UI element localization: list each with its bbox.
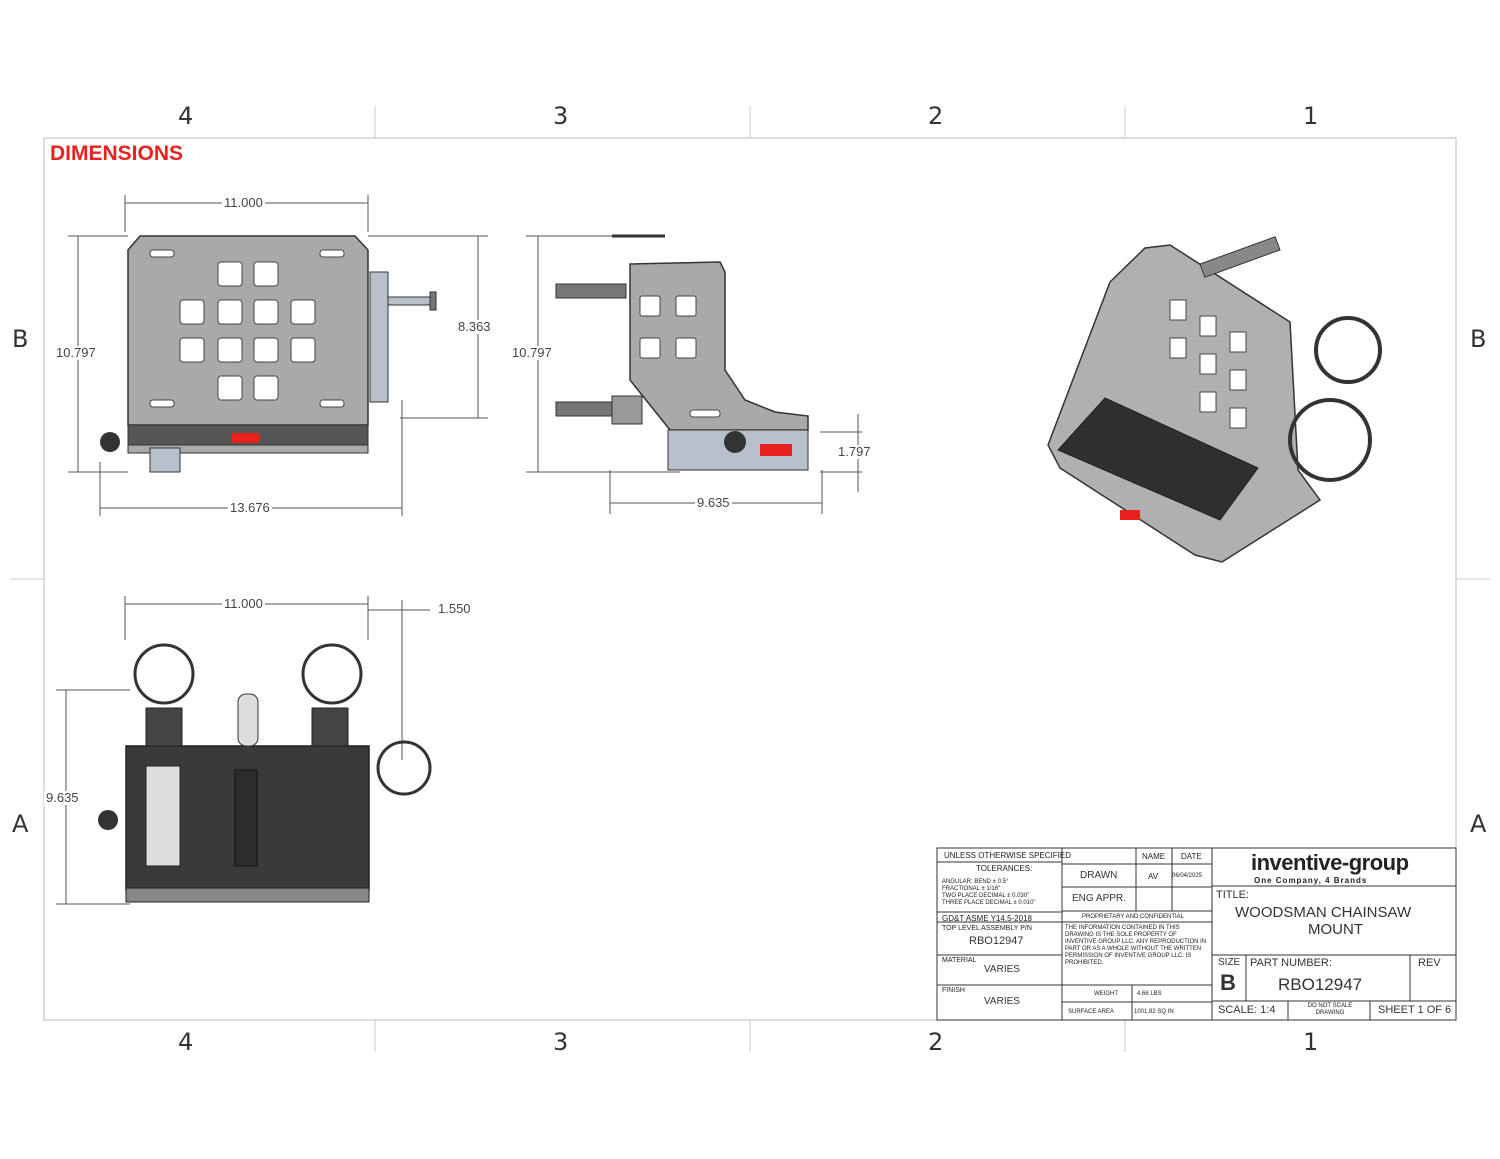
dimensions-header: DIMENSIONS — [50, 142, 184, 165]
dim-front-depth: 8.363 — [456, 319, 493, 334]
dim-front-width: 11.000 — [222, 195, 265, 210]
tb-title-line2: MOUNT — [1308, 921, 1363, 938]
tb-tol-1: ANGULAR: BEND ± 0.5° — [942, 879, 1009, 885]
zone-row-b-left: B — [12, 325, 29, 353]
zone-row-b-right: B — [1470, 325, 1487, 353]
tb-title-label: TITLE: — [1216, 889, 1250, 901]
tb-part-value: RBO12947 — [1278, 975, 1363, 994]
zone-row-a-right: A — [1470, 810, 1487, 838]
dim-top-width: 11.000 — [222, 596, 265, 611]
tb-tol-4: THREE PLACE DECIMAL ± 0.010" — [942, 900, 1036, 906]
tb-weight-label: WEIGHT — [1094, 991, 1118, 997]
tb-surface-value: 1001.82 SQ IN — [1134, 1009, 1174, 1015]
zone-col-3-top: 3 — [553, 102, 569, 130]
title-block-frame — [936, 847, 1457, 1021]
tb-drawn-date: 06/04/2025 — [1172, 873, 1203, 879]
tb-material-value: VARIES — [984, 964, 1020, 975]
tb-scale: SCALE: 1:4 — [1218, 1004, 1276, 1016]
side-view — [526, 234, 862, 514]
zone-col-4-bottom: 4 — [178, 1028, 194, 1056]
dim-front-height: 10.797 — [54, 345, 98, 360]
dim-top-depth: 9.635 — [44, 790, 81, 805]
zone-col-2-top: 2 — [928, 102, 944, 130]
tb-tol-3: TWO PLACE DECIMAL ± 0.030" — [942, 893, 1030, 899]
dim-side-width: 9.635 — [695, 495, 732, 510]
side-plate — [629, 261, 809, 431]
isometric-view — [1047, 236, 1382, 563]
tb-size-label: SIZE — [1218, 957, 1241, 968]
dim-front-overall: 13.676 — [228, 500, 272, 515]
tb-drawn-name: AV — [1148, 872, 1159, 881]
tb-logo-main: inventive-group — [1251, 850, 1409, 875]
zone-row-a-left: A — [12, 810, 29, 838]
top-view — [56, 596, 432, 905]
tb-sheet: SHEET 1 OF 6 — [1378, 1004, 1452, 1016]
zone-col-1-bottom: 1 — [1303, 1028, 1319, 1056]
tb-tolerances: TOLERANCES: — [976, 864, 1033, 873]
dim-top-offset: 1.550 — [436, 601, 473, 616]
tb-gdt: GD&T ASME Y14.5-2018 — [942, 914, 1032, 923]
tb-title-line1: WOODSMAN CHAINSAW — [1235, 904, 1412, 921]
front-view — [68, 195, 488, 516]
tb-top-level-value: RBO12947 — [969, 935, 1024, 947]
dim-side-base: 1.797 — [836, 444, 873, 459]
tb-do-not-scale: DO NOT SCALE DRAWING — [1307, 1003, 1353, 1016]
tb-top-level-label: TOP LEVEL ASSEMBLY P/N — [942, 925, 1032, 932]
zone-col-1-top: 1 — [1303, 102, 1319, 130]
tb-size-value: B — [1220, 970, 1236, 995]
tb-drawn-label: DRAWN — [1080, 870, 1118, 881]
tb-part-label: PART NUMBER: — [1250, 957, 1332, 969]
tb-name-header: NAME — [1142, 852, 1166, 861]
tb-weight-value: 4.66 LBS — [1137, 991, 1162, 997]
tb-rev-label: REV — [1418, 957, 1441, 969]
front-back-plate — [127, 235, 369, 426]
zone-col-2-bottom: 2 — [928, 1028, 944, 1056]
tb-logo-sub: One Company, 4 Brands — [1254, 876, 1368, 885]
tb-eng-label: ENG APPR. — [1072, 893, 1126, 904]
zone-col-4-top: 4 — [178, 102, 194, 130]
tb-tol-2: FRACTIONAL ± 1/16" — [942, 886, 1001, 892]
tb-proprietary-text: THE INFORMATION CONTAINED IN THIS DRAWIN… — [1065, 925, 1207, 966]
tb-proprietary-title: PROPRIETARY AND CONFIDENTIAL — [1082, 914, 1185, 920]
tb-date-header: DATE — [1181, 852, 1202, 861]
tb-surface-label: SURFACE AREA — [1068, 1009, 1115, 1015]
tb-finish-label: FINISH — [942, 987, 965, 994]
tb-finish-value: VARIES — [984, 996, 1020, 1007]
tb-unless: UNLESS OTHERWISE SPECIFIED — [944, 851, 1071, 860]
dim-side-height: 10.797 — [510, 345, 554, 360]
zone-col-3-bottom: 3 — [553, 1028, 569, 1056]
tb-material-label: MATERIAL — [942, 957, 977, 964]
